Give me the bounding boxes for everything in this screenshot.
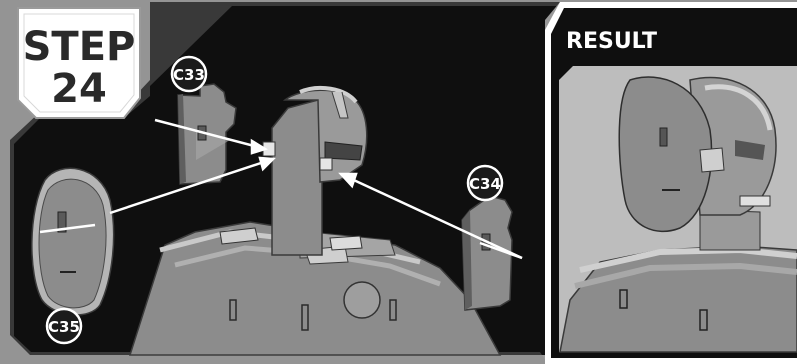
robot-neck <box>272 100 322 255</box>
step-number: 24 <box>51 66 107 112</box>
badge-c33: C33 <box>172 57 206 91</box>
badge-c35-label: C35 <box>48 318 80 336</box>
badge-c34-label: C34 <box>469 175 501 193</box>
badge-c35: C35 <box>47 309 81 343</box>
step-badge: STEP 24 <box>18 8 140 118</box>
badge-c34: C34 <box>468 166 502 200</box>
result-title: RESULT <box>566 29 657 54</box>
badge-c33-label: C33 <box>173 66 205 84</box>
result-panel: RESULT <box>545 2 797 364</box>
part-c35-face-plate <box>32 168 114 315</box>
step-label: STEP <box>23 24 136 70</box>
